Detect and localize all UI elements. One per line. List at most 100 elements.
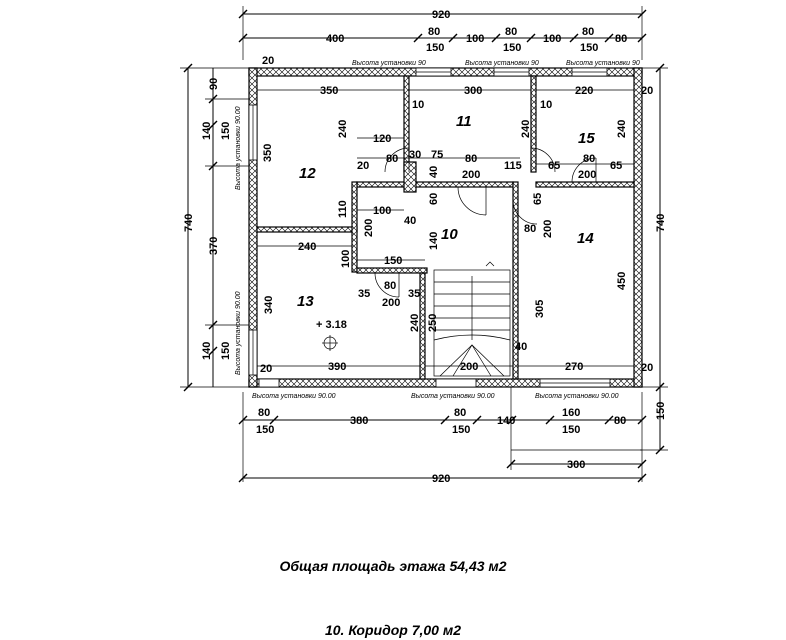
dimension-label: 80 (465, 153, 477, 165)
room-12-label: 12 (299, 165, 316, 182)
dimension-label: 10 (540, 99, 552, 111)
dim-top-100b: 100 (543, 33, 561, 45)
dim-right-total: 740 (655, 214, 667, 232)
dim-right-150: 150 (655, 402, 667, 420)
dimension-label: 340 (263, 296, 275, 314)
dimension-label: 350 (262, 144, 274, 162)
dimension-label: 240 (616, 120, 628, 138)
doors (374, 147, 597, 298)
dimension-label: Высота установки 90 (465, 60, 539, 67)
dim-left-150b: 150 (220, 342, 232, 360)
dimension-label: 35 (358, 288, 370, 300)
dim-bottom-150b: 150 (452, 424, 470, 436)
dim-left-total: 740 (183, 214, 195, 232)
dimension-label: 65 (532, 193, 544, 205)
dimension-label: 20 (641, 85, 653, 97)
dimension-label: 220 (575, 85, 593, 97)
dimension-label: 60 (428, 193, 440, 205)
height-notes: Высота установки 90 Высота установки 90 … (235, 60, 640, 400)
dim-bottom-140: 140 (497, 415, 515, 427)
dimension-label: Высота установки 90.00 (535, 393, 619, 400)
dimension-label: 240 (337, 120, 349, 138)
dimension-label: 100 (373, 205, 391, 217)
dimension-label: 250 (427, 314, 439, 332)
dim-top-80a: 80 (428, 26, 440, 38)
dimension-label: 110 (337, 200, 349, 218)
level-mark: + 3.18 (316, 319, 347, 331)
dimension-label: 20 (641, 362, 653, 374)
dimension-label: 75 (431, 149, 443, 161)
dim-bottom-160: 160 (562, 407, 580, 419)
dim-bottom-150a: 150 (256, 424, 274, 436)
dimension-label: 150 (384, 255, 402, 267)
dim-left-370: 370 (208, 237, 220, 255)
dim-top-100a: 100 (466, 33, 484, 45)
dimension-label: 390 (328, 361, 346, 373)
dimension-label: 305 (534, 300, 546, 318)
dim-bottom-porch: 300 (567, 459, 585, 471)
dimension-label: 120 (373, 133, 391, 145)
dim-top-150a: 150 (426, 42, 444, 54)
room-labels: 11 15 12 10 14 13 (297, 113, 595, 310)
dimension-label: 450 (616, 272, 628, 290)
dimension-label: Высота установки 90.00 (235, 106, 242, 190)
dim-top-80b: 80 (505, 26, 517, 38)
dim-top-total: 920 (432, 9, 450, 21)
top-ticks (238, 33, 647, 43)
dimension-label: 40 (515, 341, 527, 353)
dimension-label: 200 (578, 169, 596, 181)
dimension-label: 200 (460, 361, 478, 373)
dimension-label: 240 (409, 314, 421, 332)
dimension-label: Высота установки 90.00 (411, 393, 495, 400)
dimension-label: 80 (386, 153, 398, 165)
dimension-label: Высота установки 90.00 (252, 393, 336, 400)
dimension-label: 65 (548, 160, 560, 172)
dimension-label: 10 (412, 99, 424, 111)
dimension-label: 65 (610, 160, 622, 172)
dimension-label: 140 (428, 232, 440, 250)
dimension-label: Высота установки 90 (566, 60, 640, 67)
corridor-caption: 10. Коридор 7,00 м2 (324, 622, 461, 638)
right-dimensions: 740 150 (640, 63, 668, 455)
room-14-label: 14 (577, 230, 594, 247)
left-dimensions: 740 90 150 140 370 150 140 (180, 63, 252, 392)
dimension-label: 20 (357, 160, 369, 172)
dimension-label: 80 (384, 280, 396, 292)
dim-left-90: 90 (208, 78, 220, 90)
total-area-caption: Общая площадь этажа 54,43 м2 (279, 558, 507, 574)
dim-top-400: 400 (326, 33, 344, 45)
room-10-label: 10 (441, 226, 458, 243)
dimension-label: 240 (298, 241, 316, 253)
dimension-label: 200 (363, 219, 375, 237)
dimension-label: 40 (404, 215, 416, 227)
dimension-label: 200 (462, 169, 480, 181)
dimension-label: 20 (262, 55, 274, 67)
dim-top-150c: 150 (580, 42, 598, 54)
floor-drain-icon (322, 335, 338, 351)
dim-top-150b: 150 (503, 42, 521, 54)
dimension-label: 30 (409, 149, 421, 161)
staircase (433, 261, 511, 377)
dimension-label: 80 (524, 223, 536, 235)
dim-bottom-80b: 80 (454, 407, 466, 419)
dimension-label: 270 (565, 361, 583, 373)
dimension-label: 20 (260, 363, 272, 375)
dimension-label: 35 (408, 288, 420, 300)
dimension-label: 80 (583, 153, 595, 165)
dim-bottom-80a: 80 (258, 407, 270, 419)
dim-top-80d: 80 (615, 33, 627, 45)
dimension-label: Высота установки 90 (352, 60, 426, 67)
dimension-label: 100 (340, 250, 352, 268)
dimension-label: 350 (320, 85, 338, 97)
windows (248, 67, 611, 388)
room-15-label: 15 (578, 130, 595, 147)
dimension-label: 115 (504, 160, 522, 172)
room-13-label: 13 (297, 293, 314, 310)
dimension-label: 300 (464, 85, 482, 97)
dim-left-140b: 140 (201, 342, 213, 360)
top-dimensions: 920 400 80 100 80 100 80 80 150 150 150 (238, 6, 647, 60)
dim-left-150a: 150 (220, 122, 232, 140)
dimension-label: Высота установки 90.00 (235, 291, 242, 375)
bottom-dimensions: 80 380 80 140 160 80 150 150 150 300 920 (238, 387, 647, 485)
